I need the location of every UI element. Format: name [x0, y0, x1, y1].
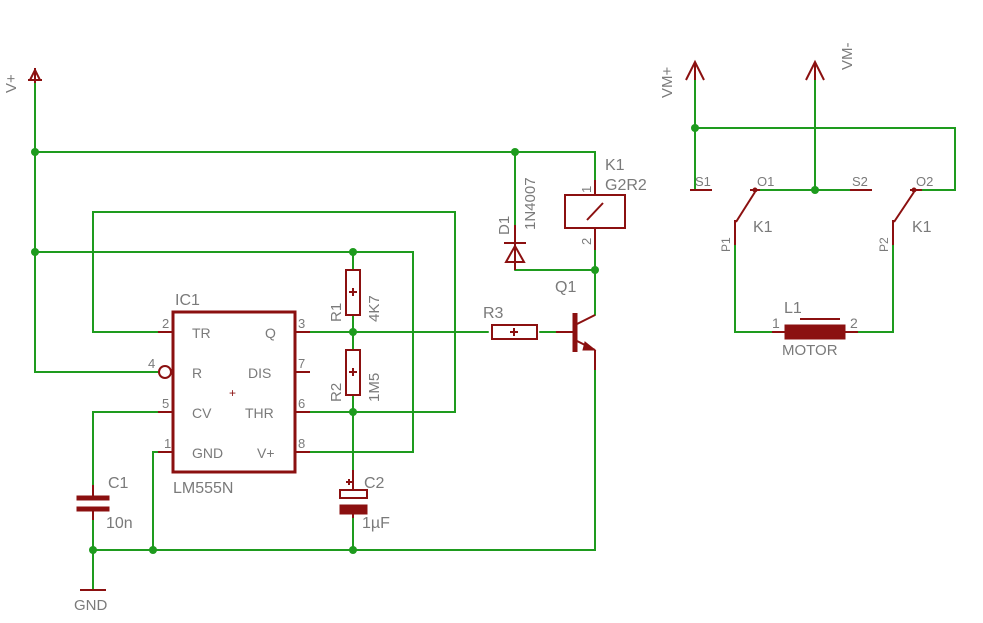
- relay-switch-2: S2 O2 P2 K1: [850, 174, 933, 252]
- ic-pin-number: 7: [298, 356, 305, 371]
- ic-pin-number: 5: [162, 396, 169, 411]
- motor-l1: L1 MOTOR 1 2: [772, 300, 858, 359]
- diode-d1: D1 1N4007: [496, 177, 539, 270]
- junction: [691, 124, 699, 132]
- d1-value: 1N4007: [522, 177, 539, 230]
- ic-pin-label-thr: THR: [245, 405, 274, 421]
- k1-coil-value: G2R2: [605, 177, 647, 194]
- relay-coil-k1: K1 G2R2 1 2: [564, 157, 647, 250]
- r3-name: R3: [483, 305, 504, 322]
- ic-pin-label-r: R: [192, 365, 202, 381]
- junction: [89, 546, 97, 554]
- vm-minus-label: VM-: [839, 43, 856, 71]
- transistor-q1: Q1: [555, 279, 597, 370]
- wire-net: [34, 79, 956, 591]
- ic-pin-label-cv: CV: [192, 405, 212, 421]
- switch1-p-label: P1: [719, 237, 733, 252]
- resistor-r2: R2 1M5: [328, 349, 383, 402]
- vm-minus-supply: VM-: [805, 43, 856, 81]
- ic-pin-label-q: Q: [265, 325, 276, 341]
- ic-value: LM555N: [173, 480, 233, 497]
- l1-value: MOTOR: [782, 342, 838, 359]
- l1-pin1: 1: [772, 315, 780, 331]
- vm-plus-supply: VM+: [659, 59, 705, 99]
- switch2-s-label: S2: [852, 174, 868, 189]
- ic-pin-number: 2: [162, 316, 169, 331]
- l1-pin2: 2: [850, 315, 858, 331]
- junction: [349, 408, 357, 416]
- resistor-r1: R1 4K7: [328, 269, 383, 322]
- junction: [511, 148, 519, 156]
- ic-center-mark: +: [229, 386, 236, 400]
- capacitor-c2: C2 1µF: [339, 470, 390, 532]
- ic-pin-number: 1: [164, 436, 171, 451]
- r1-value: 4K7: [366, 295, 383, 322]
- gnd-symbol: GND: [74, 589, 108, 614]
- k1-pin1: 1: [579, 186, 594, 193]
- ic-pin-label-vplus: V+: [257, 445, 275, 461]
- ic-pin-label-tr: TR: [192, 325, 211, 341]
- switch2-p-label: P2: [877, 237, 891, 252]
- vplus-label: V+: [3, 74, 20, 93]
- switch1-k-label: K1: [753, 219, 773, 236]
- junction: [591, 266, 599, 274]
- r2-value: 1M5: [366, 373, 383, 402]
- r2-name: R2: [328, 383, 345, 402]
- junction-dots: [31, 124, 819, 554]
- c2-value: 1µF: [362, 515, 390, 532]
- d1-name: D1: [496, 216, 513, 235]
- ic-pin-number: 3: [298, 316, 305, 331]
- junction: [349, 328, 357, 336]
- q1-name: Q1: [555, 279, 576, 296]
- junction: [349, 546, 357, 554]
- ic-lm555: IC1 LM555N + TR R CV GND Q DIS THR V+ 2 …: [148, 292, 310, 497]
- switch1-s-label: S1: [695, 174, 711, 189]
- switch1-o-label: O1: [757, 174, 774, 189]
- junction: [811, 186, 819, 194]
- ic-pin-number: 8: [298, 436, 305, 451]
- k1-pin2: 2: [579, 238, 594, 245]
- ic-name: IC1: [175, 292, 200, 309]
- junction: [31, 148, 39, 156]
- junction: [349, 248, 357, 256]
- vm-plus-label: VM+: [659, 67, 676, 99]
- switch2-k-label: K1: [912, 219, 932, 236]
- ic-pin-number: 4: [148, 356, 155, 371]
- c1-value: 10n: [106, 515, 133, 532]
- r1-name: R1: [328, 303, 345, 322]
- vplus-supply: V+: [3, 67, 42, 93]
- relay-switch-1: S1 O1 P1 K1: [690, 174, 774, 252]
- c2-name: C2: [364, 475, 385, 492]
- resistor-r3: R3: [483, 305, 538, 340]
- gnd-label: GND: [74, 597, 108, 614]
- c1-name: C1: [108, 475, 129, 492]
- ic-pin-label-dis: DIS: [248, 365, 271, 381]
- ic-pin-number: 6: [298, 396, 305, 411]
- junction: [31, 248, 39, 256]
- switch2-o-label: O2: [916, 174, 933, 189]
- l1-name: L1: [784, 300, 802, 317]
- capacitor-c1: C1 10n: [76, 475, 133, 532]
- k1-coil-name: K1: [605, 157, 625, 174]
- junction: [149, 546, 157, 554]
- ic-pin-label-gnd: GND: [192, 445, 223, 461]
